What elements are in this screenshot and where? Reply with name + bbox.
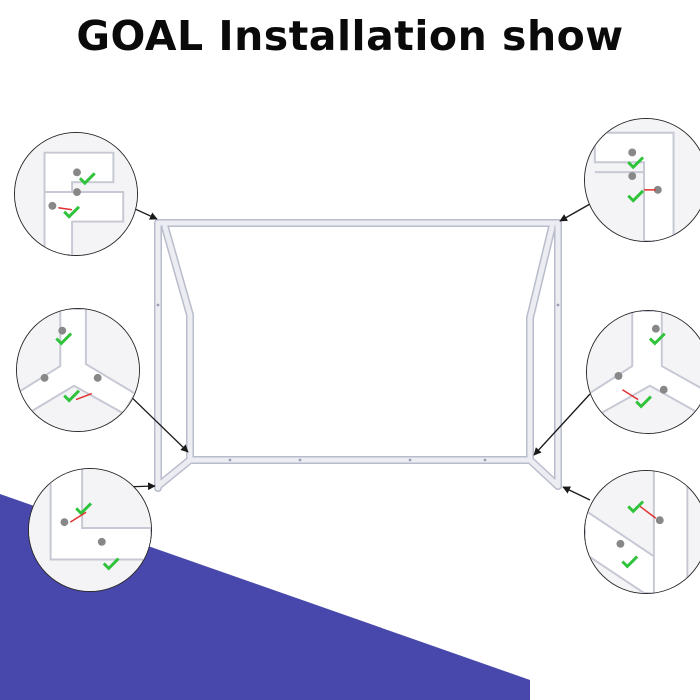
- middle-right-three-way-connector-icon: [586, 310, 700, 434]
- middle-left-three-way-connector-icon: [16, 308, 140, 432]
- top-right-corner-connector-icon: [584, 118, 700, 242]
- bottom-left-corner-connector-icon: [28, 468, 152, 592]
- leader-top-right: [559, 203, 591, 222]
- leader-bot-right: [562, 486, 591, 501]
- top-left-corner-connector-icon: [14, 132, 138, 256]
- leader-mid-left: [123, 389, 189, 453]
- leader-mid-right: [533, 393, 591, 456]
- page-title: GOAL Installation show: [76, 12, 624, 60]
- bottom-right-corner-connector-icon: [584, 470, 700, 594]
